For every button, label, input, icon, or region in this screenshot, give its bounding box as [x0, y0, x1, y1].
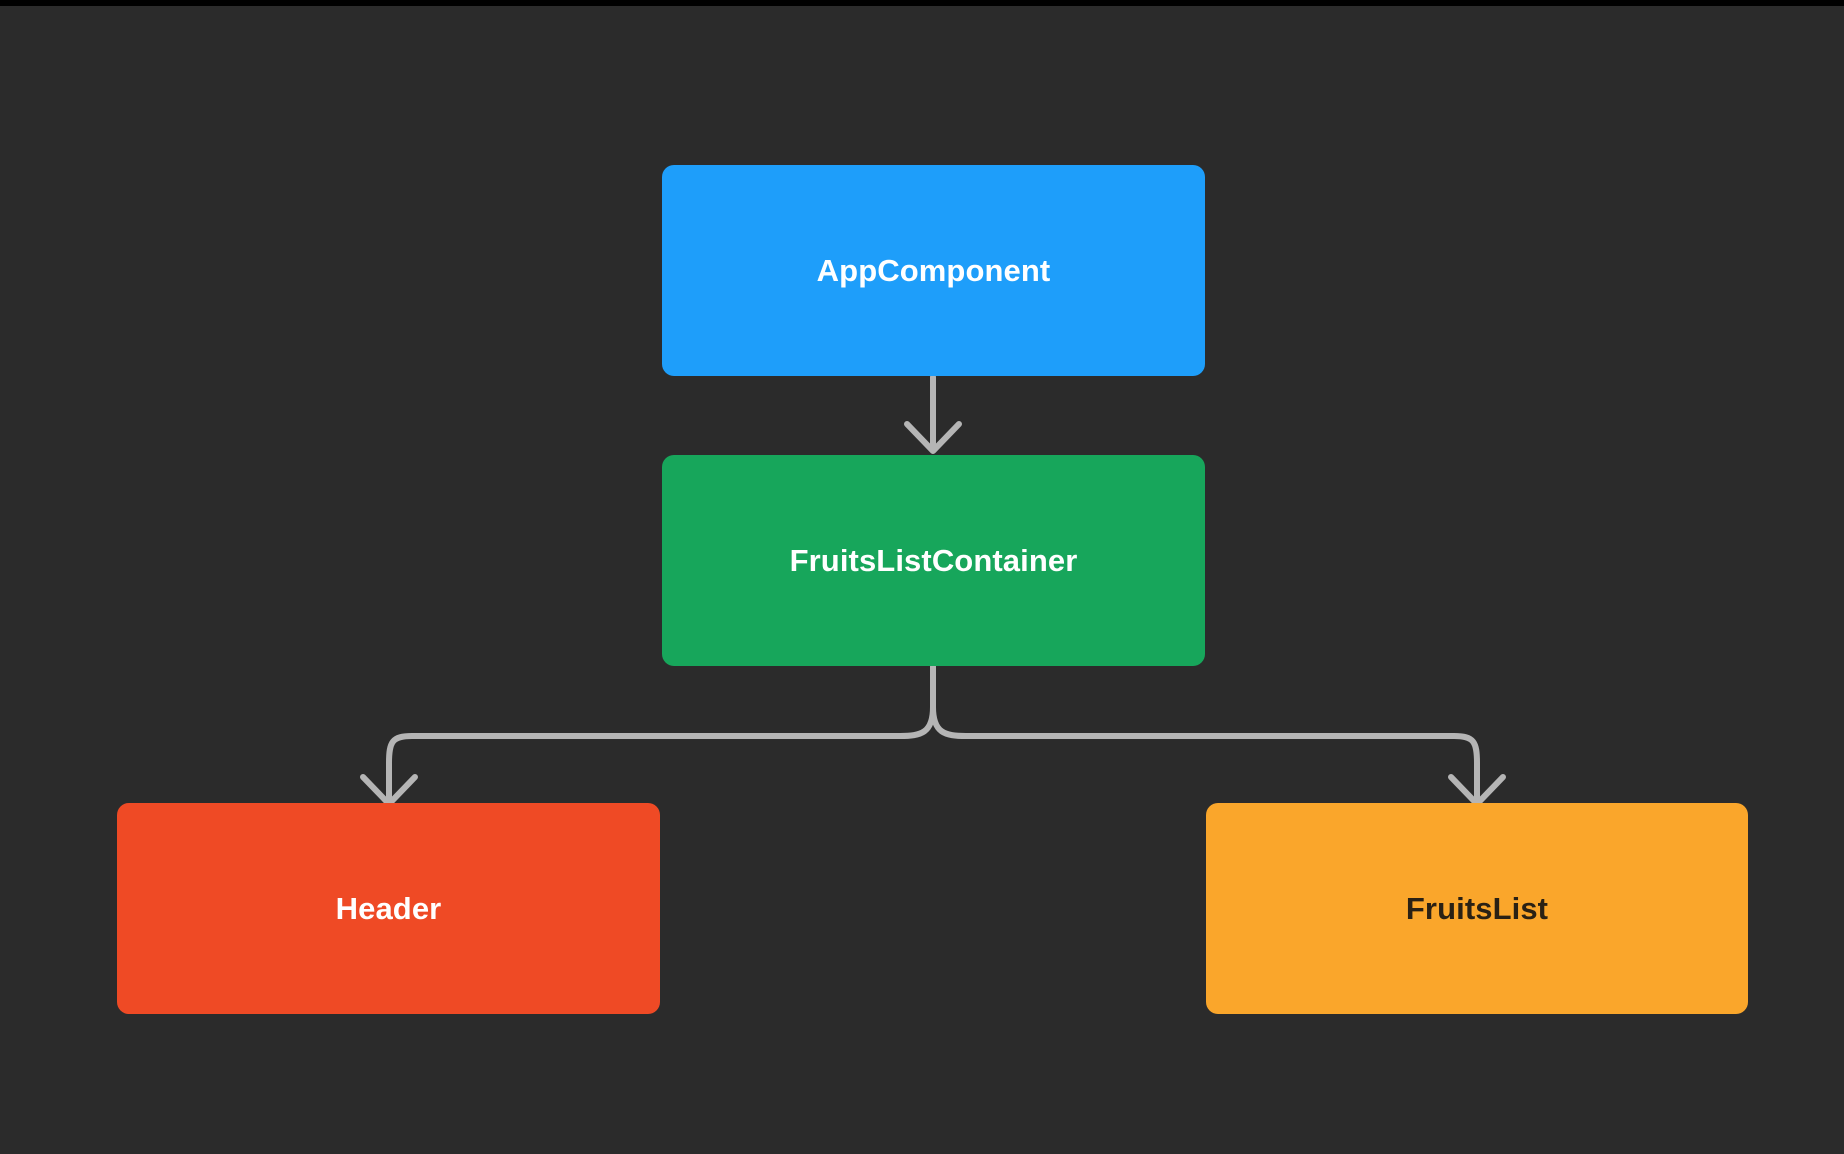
- node-fruits-list-container[interactable]: FruitsListContainer: [662, 455, 1205, 666]
- node-fruits-list-label: FruitsList: [1405, 891, 1549, 926]
- node-app-component[interactable]: AppComponent: [662, 165, 1205, 376]
- node-app-component-label: AppComponent: [816, 253, 1051, 288]
- node-header-label: Header: [335, 891, 442, 926]
- node-fruits-list-container-label: FruitsListContainer: [789, 543, 1078, 578]
- node-header[interactable]: Header: [117, 803, 660, 1014]
- node-fruits-list[interactable]: FruitsList: [1206, 803, 1748, 1014]
